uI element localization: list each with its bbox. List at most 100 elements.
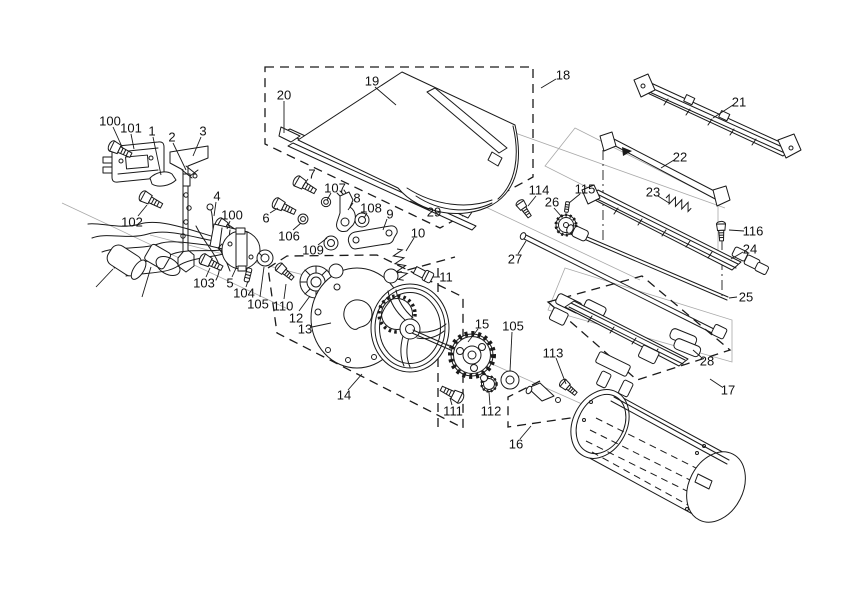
part-label-19-27: 19 <box>365 74 379 89</box>
cable-clamp <box>144 243 172 270</box>
part-label-11-24: 11 <box>439 270 453 285</box>
part-label-12-13: 12 <box>289 311 303 326</box>
leader-line <box>270 208 278 213</box>
leader-line <box>528 196 536 206</box>
part-label-4-6: 4 <box>213 189 220 204</box>
screw-102 <box>137 189 165 212</box>
part-label-28-46: 28 <box>700 354 714 369</box>
leader-line <box>661 160 674 168</box>
washer-105b <box>501 371 519 389</box>
leader-line <box>327 193 331 200</box>
leader-line <box>318 238 327 245</box>
rail-21 <box>634 74 801 158</box>
leader-line <box>375 87 396 105</box>
leader-line <box>518 241 526 254</box>
part-label-112-33: 112 <box>481 404 502 419</box>
part-label-5-9: 5 <box>226 276 233 291</box>
contact-2 <box>182 166 198 178</box>
shaft-25 <box>565 224 728 300</box>
clutch-disc-5 <box>222 231 260 269</box>
part-label-105-31: 105 <box>502 319 524 334</box>
clutch-cluster <box>197 228 332 298</box>
box-17 <box>548 276 730 380</box>
guide-slot-bar-19 <box>427 88 507 153</box>
part-label-114-39: 114 <box>529 183 550 198</box>
leader-line <box>312 323 331 327</box>
leader-line <box>260 267 264 297</box>
part-label-116-43: 116 <box>743 224 764 239</box>
part-label-7-17: 7 <box>308 167 315 182</box>
platen-drum <box>560 380 757 533</box>
part-label-103-8: 103 <box>193 276 215 291</box>
part-label-6-15: 6 <box>262 211 269 226</box>
part-label-3-4: 3 <box>199 124 206 139</box>
link-9 <box>348 226 397 249</box>
leader-line <box>468 329 478 342</box>
leader-line <box>710 379 722 387</box>
ribbed-spool-12 <box>300 266 332 298</box>
part-label-104-10: 104 <box>233 286 255 301</box>
leader-line <box>569 194 580 203</box>
rail-22 <box>600 132 730 206</box>
part-label-107-18: 107 <box>324 181 346 196</box>
part-label-23-38: 23 <box>646 185 660 200</box>
box-14 <box>268 255 463 428</box>
part-label-20-26: 20 <box>277 88 291 103</box>
part-label-2-3: 2 <box>168 130 175 145</box>
leader-line <box>658 196 669 203</box>
part-label-100-0: 100 <box>99 114 121 129</box>
leader-line <box>383 219 387 230</box>
leader-line <box>232 266 237 277</box>
screw-114 <box>514 197 534 220</box>
switch-assembly <box>103 139 241 280</box>
part-label-113-34: 113 <box>543 346 564 361</box>
stepped-pin-11 <box>412 264 435 284</box>
screw-6 <box>270 196 298 218</box>
washer-107 <box>320 196 332 208</box>
shaft-27 <box>519 232 727 340</box>
part-label-105-11: 105 <box>247 297 269 312</box>
leader-line <box>299 296 310 311</box>
part-label-101-1: 101 <box>120 121 142 136</box>
box-18 <box>265 67 533 228</box>
screw-103 <box>197 252 225 274</box>
leader-line <box>693 350 701 357</box>
part-label-108-20: 108 <box>360 201 382 216</box>
part-label-102-5: 102 <box>121 215 143 230</box>
part-label-16-35: 16 <box>509 437 523 452</box>
leader-line <box>246 281 248 287</box>
bolt-111 <box>438 382 466 405</box>
leader-line <box>214 202 216 216</box>
part-label-8-19: 8 <box>353 191 360 206</box>
washer-106 <box>297 213 309 225</box>
leader-line <box>510 332 512 371</box>
lower-rail-assembly <box>549 293 702 398</box>
part-label-111-32: 111 <box>443 404 463 419</box>
leader-line <box>206 268 210 277</box>
part-label-10-23: 10 <box>411 226 425 241</box>
part-label-1-2: 1 <box>148 124 155 139</box>
leader-line <box>731 252 743 259</box>
part-label-14-29: 14 <box>337 388 351 403</box>
part-label-110-12: 110 <box>273 299 294 314</box>
part-label-109-22: 109 <box>302 243 324 258</box>
part-label-25-45: 25 <box>739 290 753 305</box>
leader-line <box>450 398 452 405</box>
part-label-115-40: 115 <box>575 182 596 197</box>
leader-line <box>348 203 353 210</box>
part-label-26-41: 26 <box>545 195 559 210</box>
leader-line <box>284 284 286 299</box>
leader-line <box>410 201 428 209</box>
leader-line <box>96 269 113 287</box>
leader-line <box>227 221 230 229</box>
sprocket-15 <box>451 334 494 377</box>
part-label-22-37: 22 <box>673 150 687 165</box>
paper-guide-assembly <box>279 72 518 230</box>
leader-line <box>173 143 186 170</box>
gear-112 <box>481 375 497 392</box>
leader-line <box>406 238 414 251</box>
leader-line <box>364 213 367 218</box>
leader-line <box>193 137 201 156</box>
